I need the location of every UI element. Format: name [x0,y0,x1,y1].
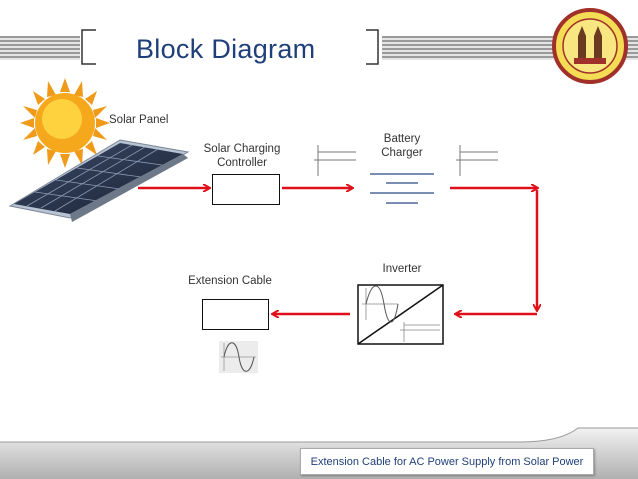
header-stripe-right [382,36,554,60]
inverter-symbol-icon [357,284,444,345]
header-stripe-left [0,36,80,60]
sun-icon [20,78,110,168]
label-extension-cable: Extension Cable [188,275,272,287]
university-logo-icon [552,8,628,84]
dc-waveform-icon [456,145,498,176]
solar-panel-icon [8,139,190,222]
title-bracket-right [366,29,379,65]
label-charging-controller: Solar Charging Controller [203,143,281,169]
charging-controller-block [212,174,280,205]
battery-symbol-icon [370,173,434,204]
footer-caption-box: Extension Cable for AC Power Supply from… [300,448,594,475]
dc-waveform-icon [314,145,356,176]
label-battery-charger: Battery Charger [381,133,423,159]
label-inverter: Inverter [382,263,422,275]
extension-cable-block [202,299,269,330]
label-solar-panel: Solar Panel [109,114,169,126]
footer-caption: Extension Cable for AC Power Supply from… [310,455,584,468]
ac-sine-wave-icon [219,341,258,373]
page-title: Block Diagram [136,34,316,64]
title-bracket-left [81,29,96,65]
